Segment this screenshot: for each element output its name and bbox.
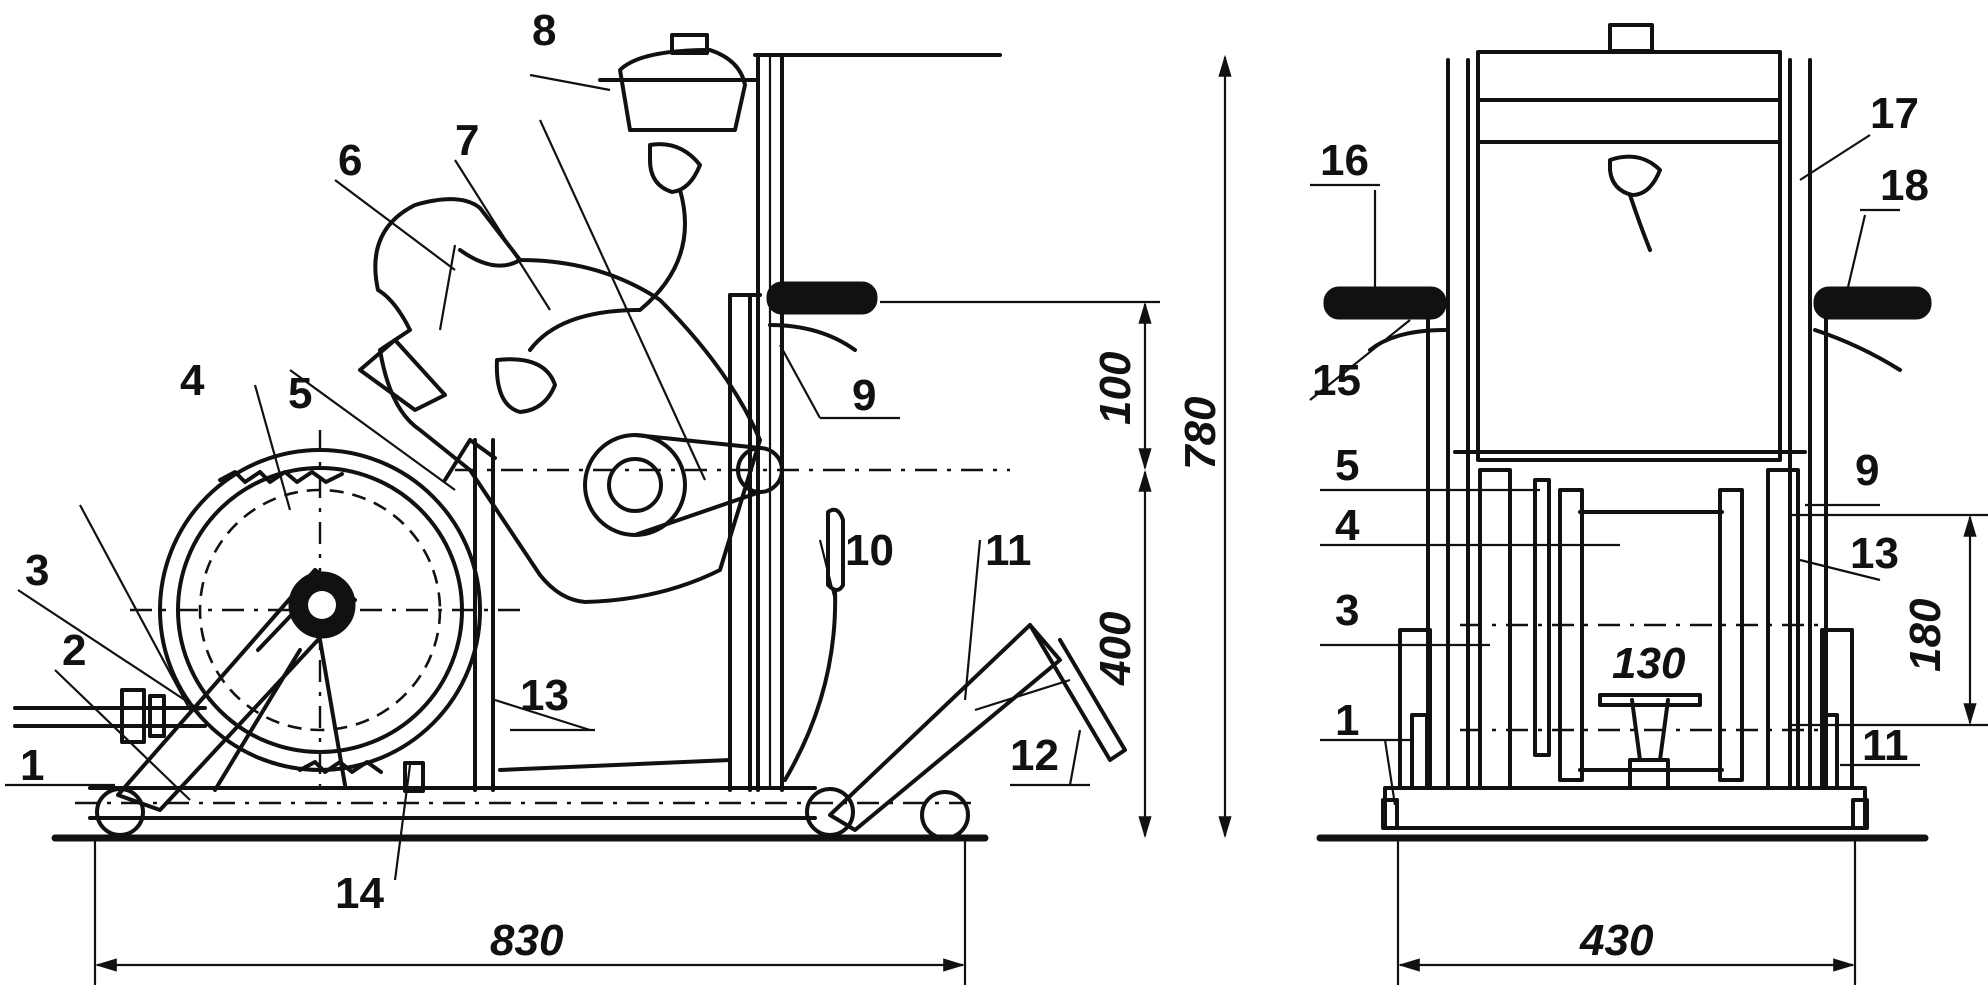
dim-base-length: 830 xyxy=(490,916,564,965)
side-swing-arm xyxy=(116,568,425,812)
label-side-11: 11 xyxy=(985,526,1032,575)
front-wheel-assembly xyxy=(1460,468,1820,790)
side-vertical-post xyxy=(753,53,1002,792)
front-base xyxy=(1316,786,1929,842)
label-front-13: 13 xyxy=(1850,529,1899,578)
label-front-15: 15 xyxy=(1312,356,1361,405)
label-side-4: 4 xyxy=(180,356,205,405)
front-grips xyxy=(1323,286,1932,372)
label-front-11: 11 xyxy=(1862,721,1909,770)
label-front-18: 18 xyxy=(1880,161,1929,210)
dim-seat-offset: 100 xyxy=(1091,351,1140,425)
dim-total-height: 780 xyxy=(1176,396,1225,470)
label-side-12: 12 xyxy=(1010,731,1059,780)
label-front-3: 3 xyxy=(1335,586,1359,635)
side-handlebar-grip xyxy=(766,281,878,352)
label-side-9: 9 xyxy=(852,371,876,420)
label-side-5: 5 xyxy=(288,369,312,418)
dim-wheel-height: 180 xyxy=(1901,598,1950,672)
label-side-10: 10 xyxy=(845,526,894,575)
label-front-17: 17 xyxy=(1870,89,1919,138)
label-side-2: 2 xyxy=(62,626,86,675)
side-dimensions xyxy=(93,54,1232,985)
side-brake-lever xyxy=(783,507,845,782)
label-side-1: 1 xyxy=(20,741,44,790)
label-side-6: 6 xyxy=(338,136,362,185)
label-front-9: 9 xyxy=(1855,446,1879,495)
dim-seat-height: 400 xyxy=(1091,611,1140,686)
side-leader-lines xyxy=(5,73,1090,881)
label-side-13: 13 xyxy=(520,671,569,720)
side-view xyxy=(5,33,1232,985)
label-side-14: 14 xyxy=(335,869,384,918)
side-lamp xyxy=(494,33,757,414)
label-side-3: 3 xyxy=(25,546,49,595)
side-frame-struts xyxy=(443,293,762,792)
front-dimensions xyxy=(1396,513,1988,985)
label-front-16: 16 xyxy=(1320,136,1369,185)
label-side-7: 7 xyxy=(455,116,479,165)
side-body-shape xyxy=(358,197,762,604)
front-view xyxy=(1309,23,1988,985)
side-adjusting-screw xyxy=(13,688,207,744)
side-sprocket xyxy=(455,433,1010,537)
front-leader-lines xyxy=(1309,134,1920,806)
side-pedal-arm xyxy=(828,623,1127,832)
dim-axle-gap: 130 xyxy=(1612,639,1686,688)
label-front-1: 1 xyxy=(1335,696,1359,745)
front-side-pieces xyxy=(1398,628,1854,790)
dim-base-width: 430 xyxy=(1579,916,1654,965)
side-base-frame xyxy=(51,786,989,842)
front-lamp-panel xyxy=(1453,23,1807,462)
label-front-5: 5 xyxy=(1335,441,1359,490)
label-side-8: 8 xyxy=(532,6,556,55)
label-front-4: 4 xyxy=(1335,501,1360,550)
